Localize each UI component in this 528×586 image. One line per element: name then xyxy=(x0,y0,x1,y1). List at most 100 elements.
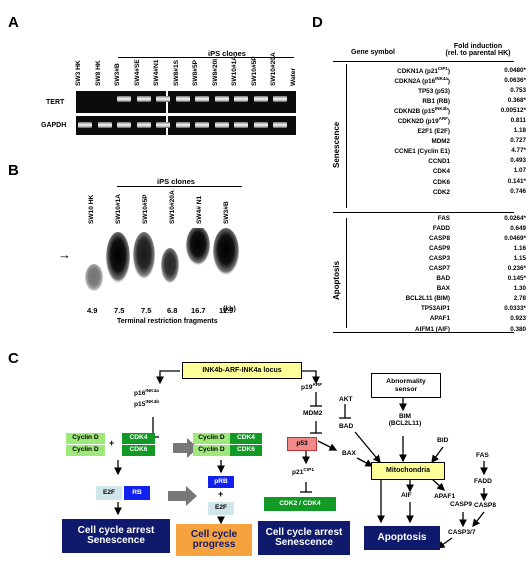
tert-band xyxy=(253,96,268,102)
trf-value: 16.7 xyxy=(191,306,206,315)
trf-value: 7.5 xyxy=(141,306,152,315)
casp37-to-apoptosis-arrow xyxy=(436,537,453,549)
trf-value: 7.5 xyxy=(114,306,125,315)
casp8-label: CASP8 xyxy=(474,502,496,509)
apoptosis-box: Apoptosis xyxy=(364,526,440,550)
locus-to-p16-arrow xyxy=(156,370,180,385)
senescence-row: E2F1 (E2F)1.18 xyxy=(417,127,526,136)
plus-sign-1: + xyxy=(109,438,115,448)
senescence-row: CDKN2B (p15INK4b)0.00512* xyxy=(393,105,526,115)
gapdh-band xyxy=(78,122,92,128)
cyclin-d-box-3: Cyclin D xyxy=(193,433,230,444)
apoptosis-row: AIFM1 (AIF)0.380 xyxy=(415,325,526,333)
cyclin-d-box-2: Cyclin D xyxy=(66,445,105,456)
cdk2-cdk4-box: CDK2 / CDK4 xyxy=(264,497,336,511)
tert-band xyxy=(195,96,209,102)
panel-c-label: C xyxy=(8,350,19,367)
p53-to-bax-arrow xyxy=(317,440,338,451)
locus-to-p19-arrow xyxy=(302,370,320,385)
tert-band xyxy=(214,96,229,102)
senescence-table: CDKN1A (p21CIP1)0.0480*CDKN2A (p16INK4a)… xyxy=(352,65,526,196)
cdk6-box-1: CDK6 xyxy=(122,445,155,456)
table-bottom-rule xyxy=(333,332,514,333)
akt-label: AKT xyxy=(339,396,353,403)
tert-row-label: TERT xyxy=(46,99,65,106)
apaf1-label: APAF1 xyxy=(434,493,456,500)
bad-to-mito-arrow xyxy=(354,431,381,463)
fadd-label: FADD xyxy=(474,478,492,485)
senescence-row: CDKN1A (p21CIP1)0.0480* xyxy=(397,65,526,75)
bid-to-mito-arrow xyxy=(431,446,444,464)
mito-to-apaf1-arrow xyxy=(431,478,445,491)
p16-label: p16INK4a xyxy=(134,389,159,398)
gapdh-band xyxy=(234,122,248,128)
gene-symbol-header: Gene symbol xyxy=(351,49,395,56)
bax-label: BAX xyxy=(342,450,356,457)
cdk4-box-2: CDK4 xyxy=(230,433,262,444)
tert-band xyxy=(117,96,131,102)
casp9-label: CASP9 xyxy=(450,501,472,508)
trf-caption: Terminal restriction fragments xyxy=(117,318,218,325)
panel-b-label: B xyxy=(8,162,19,179)
mitochondria-box: Mitochondria xyxy=(371,462,445,480)
bax-to-mito-arrow xyxy=(356,457,374,467)
gapdh-band xyxy=(97,122,112,128)
gapdh-band xyxy=(156,122,170,128)
ink4-locus-box: INK4b-ARF-INK4a locus xyxy=(182,362,302,379)
gapdh-band xyxy=(214,122,229,128)
trf-arrow-icon: → xyxy=(58,247,71,262)
ips-clones-bracket-a xyxy=(118,57,294,58)
bim-label: BIM(BCL2L11) xyxy=(388,413,422,427)
gapdh-row-label: GAPDH xyxy=(41,122,67,129)
p19-label: p19ARF xyxy=(301,383,323,392)
cdk6-box-2: CDK6 xyxy=(230,445,262,456)
trf-value: 11.9 xyxy=(219,306,234,315)
plus-sign-2: + xyxy=(218,489,224,499)
trf-value: 4.9 xyxy=(87,306,98,315)
p21-label: p21CIP1 xyxy=(292,468,315,477)
trf-unit: (kb) xyxy=(223,306,236,313)
cdk4-box-1: CDK4 xyxy=(122,433,155,444)
senescence-row: CCNE1 (Cyclin E1)4.77* xyxy=(394,147,526,156)
tert-band xyxy=(273,96,287,102)
mdm2-label: MDM2 xyxy=(303,410,323,417)
gapdh-gel-2 xyxy=(168,116,296,135)
rb-box: RB xyxy=(124,486,150,500)
senescence-bracket xyxy=(346,64,347,208)
casp37-label: CASP3/7 xyxy=(448,529,476,536)
senescence-row: RB1 (RB)0.368* xyxy=(422,96,526,105)
prb-box: pRB xyxy=(208,476,234,488)
ips-clones-label-b: iPS clones xyxy=(157,177,195,186)
p15-label: p15INK4b xyxy=(134,400,160,409)
gapdh-band xyxy=(253,122,268,128)
gapdh-band xyxy=(136,122,151,128)
senescence-row: CDKN2A (p16INK4a)0.0636* xyxy=(394,75,526,85)
fas-label: FAS xyxy=(476,452,489,459)
gapdh-band xyxy=(195,122,209,128)
phosphorylation-grey-arrow xyxy=(168,486,197,506)
aif-label: AIF xyxy=(401,492,412,499)
ips-clones-label-a: iPS clones xyxy=(208,49,246,58)
e2f-box-1: E2F xyxy=(96,486,122,500)
tert-band xyxy=(175,96,190,102)
bad-label: BAD xyxy=(339,423,354,430)
tert-band xyxy=(136,96,151,102)
section-divider xyxy=(333,212,514,213)
activation-grey-arrow xyxy=(173,438,198,458)
southern-blot-image xyxy=(80,228,250,296)
